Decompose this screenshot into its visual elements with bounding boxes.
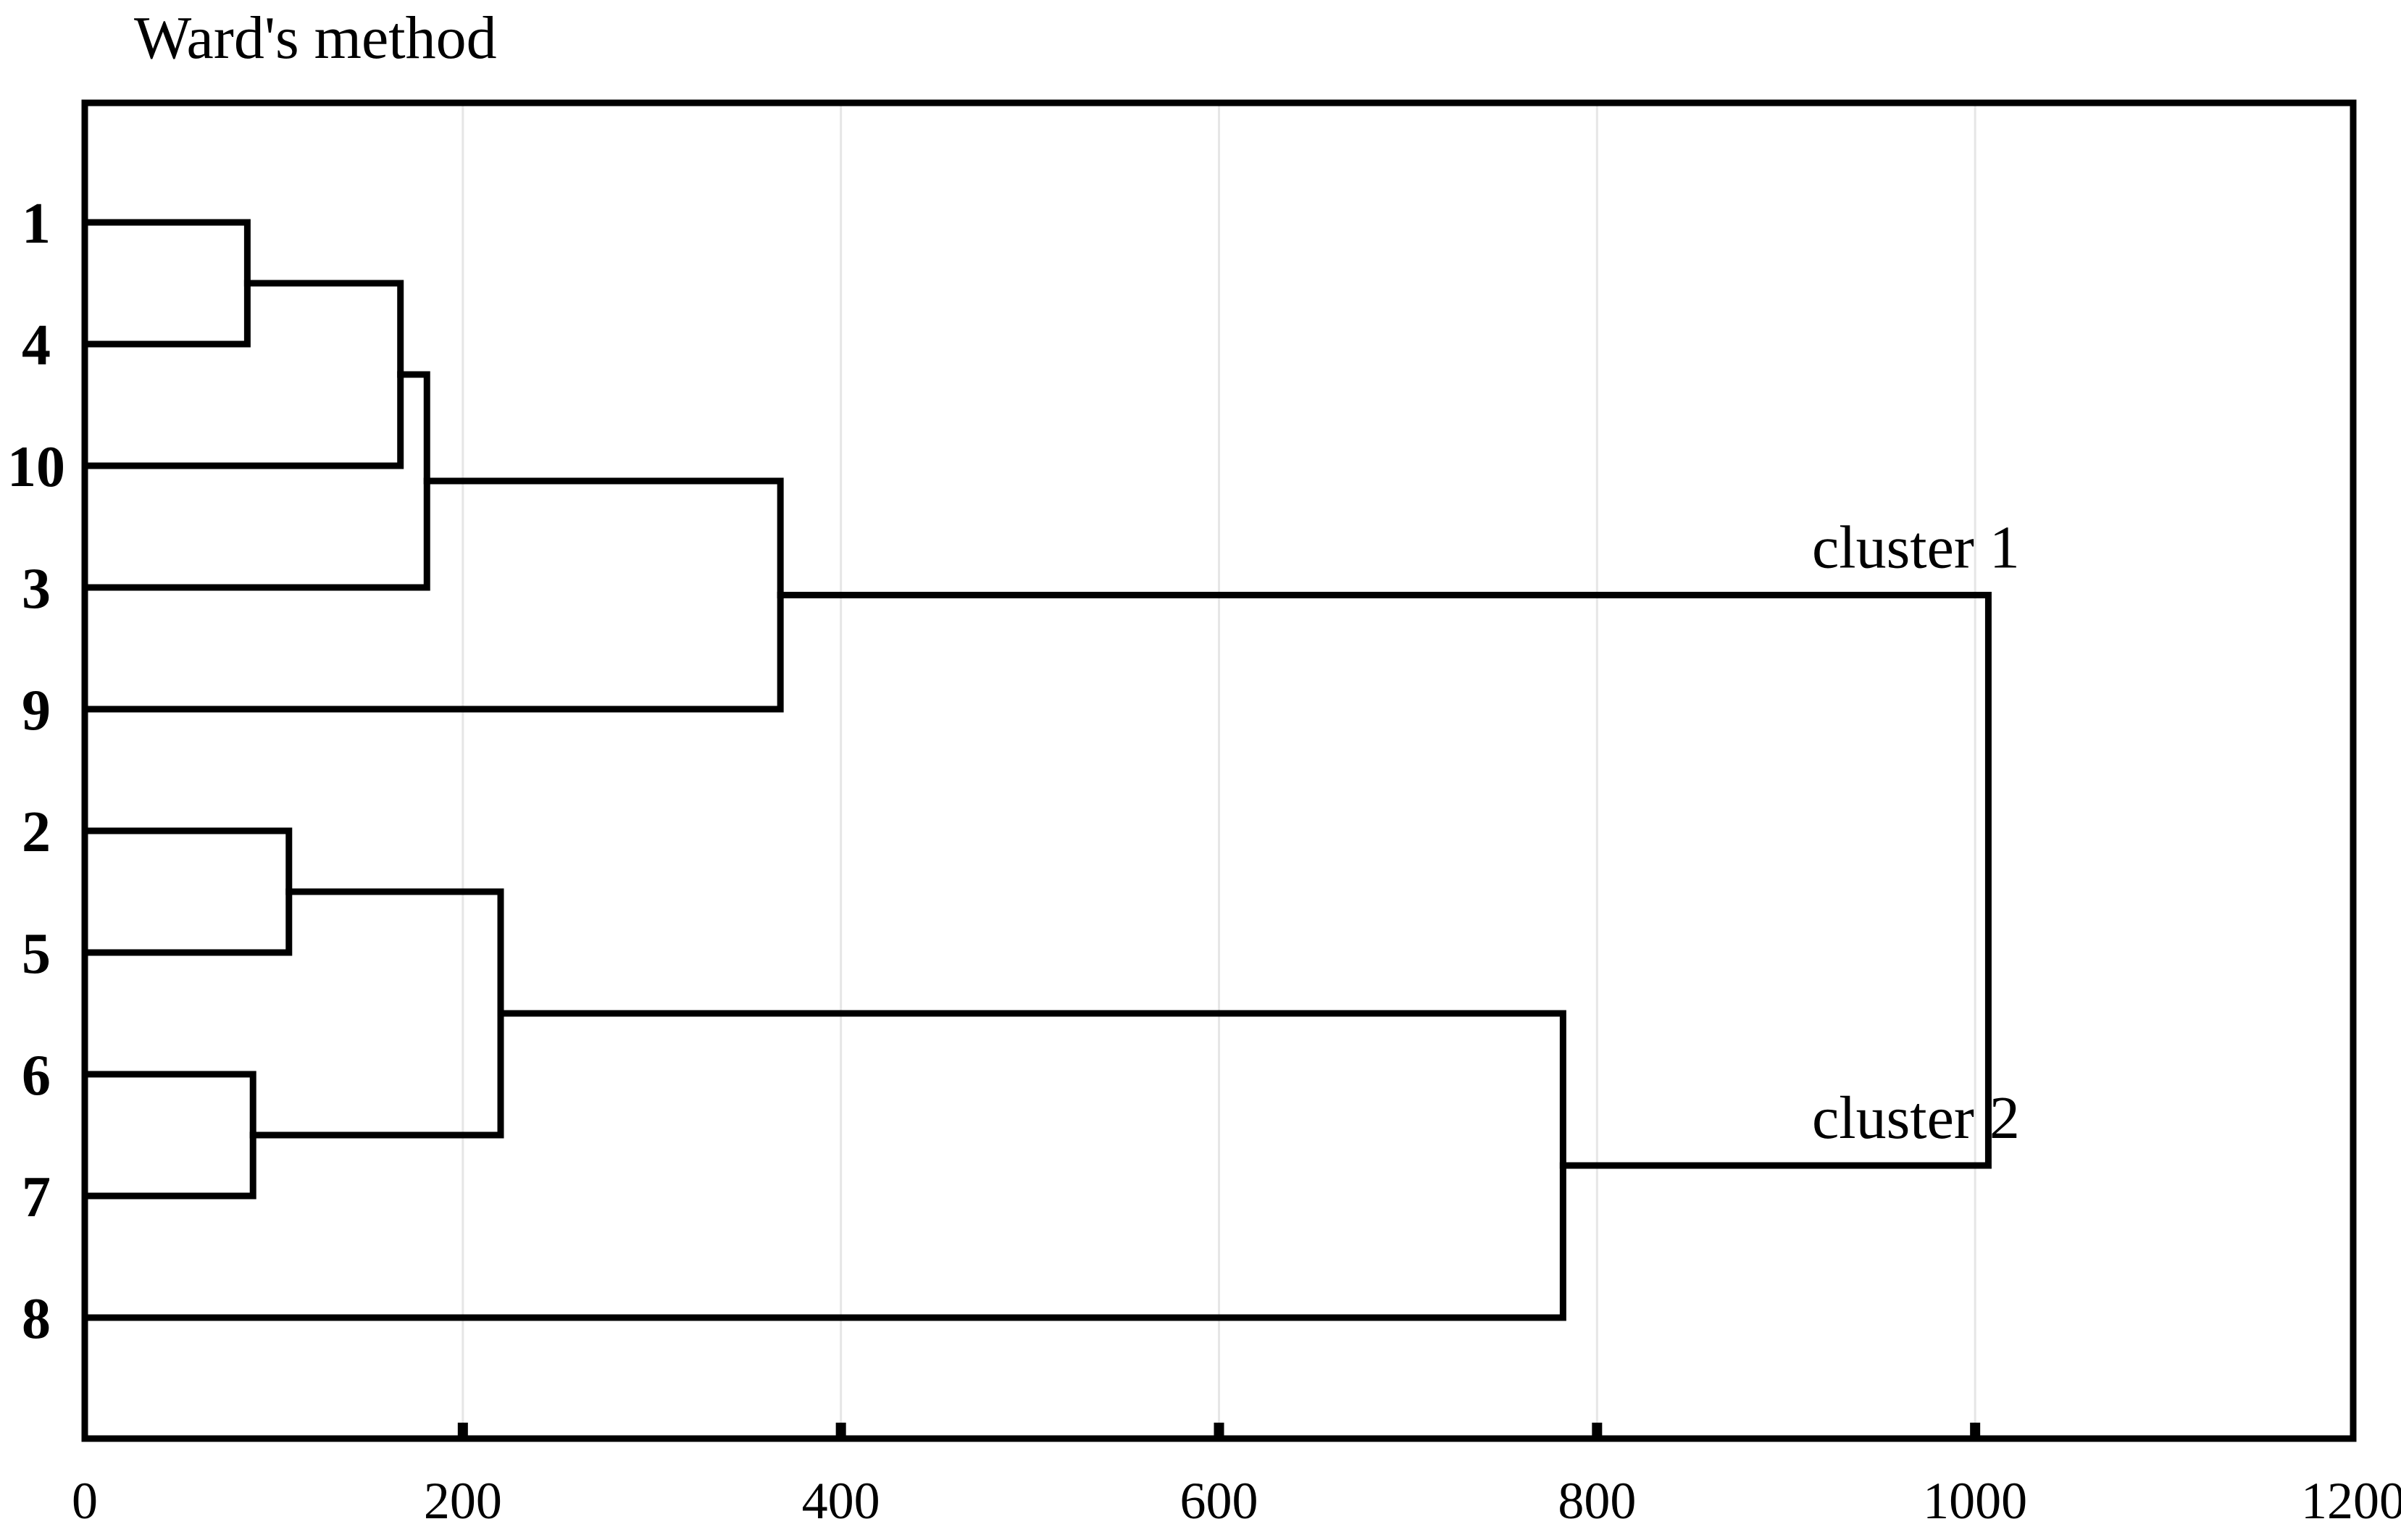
leaf-label-9: 9 [22, 679, 51, 742]
x-axis: 0 200 400 600 800 1000 1200 [72, 1423, 2401, 1530]
branch-m2 [81, 280, 404, 469]
leaf-label-3: 3 [22, 557, 51, 621]
grid-lines [462, 103, 1976, 1439]
branch-m6 [81, 1071, 256, 1200]
dendrogram-branches [81, 219, 1992, 1321]
leaf-label-7: 7 [22, 1166, 51, 1229]
leaf-label-2: 2 [22, 800, 51, 864]
branch-m9 [777, 592, 1992, 1169]
branch-m1 [81, 219, 251, 348]
x-tick-label-800: 800 [1558, 1472, 1636, 1530]
chart-title: Ward's method [134, 4, 497, 72]
leaf-label-5: 5 [22, 922, 51, 986]
x-tick-label-400: 400 [802, 1472, 880, 1530]
x-tick-label-1000: 1000 [1923, 1472, 2027, 1530]
branch-m3 [81, 371, 430, 591]
branch-m5 [81, 827, 293, 956]
cluster-label-1: cluster 1 [1812, 514, 2020, 582]
x-tick-label-200: 200 [424, 1472, 502, 1530]
leaf-label-4: 4 [22, 314, 51, 377]
leaf-label-8: 8 [22, 1287, 51, 1351]
leaf-label-1: 1 [22, 192, 51, 256]
x-tick-label-1200: 1200 [2301, 1472, 2401, 1530]
cluster-label-2: cluster 2 [1812, 1084, 2020, 1152]
x-tick-label-600: 600 [1180, 1472, 1258, 1530]
branch-m8 [81, 1010, 1566, 1321]
leaf-label-6: 6 [22, 1044, 51, 1108]
cluster-annotations: cluster 1 cluster 2 [1812, 514, 2020, 1152]
leaf-label-10: 10 [7, 435, 65, 499]
x-tick-label-0: 0 [72, 1472, 98, 1530]
branch-m4 [81, 477, 784, 713]
leaf-labels: 1 4 10 3 9 2 5 6 7 8 [7, 192, 65, 1351]
